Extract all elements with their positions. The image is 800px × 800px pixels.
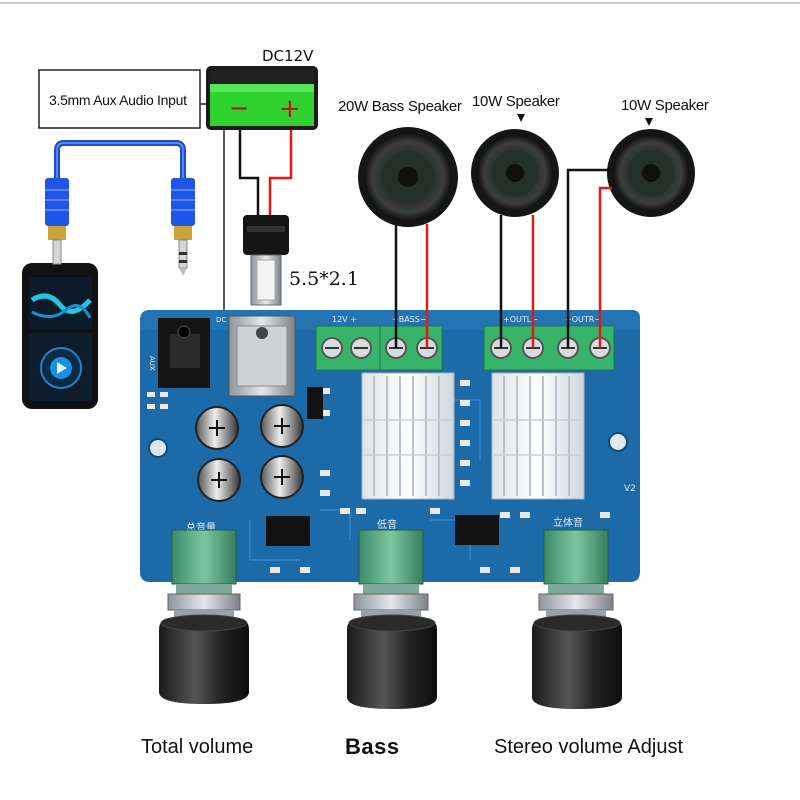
right-speaker-label: 10W Speaker: [621, 97, 709, 114]
power-label: DC12V: [262, 47, 314, 65]
heatsink-left: [361, 372, 455, 500]
battery-plus: +: [279, 94, 301, 124]
silk-dc: DC: [216, 316, 226, 324]
silk-version: V2: [624, 484, 636, 494]
plug-size-label: 5.5*2.1: [289, 268, 359, 290]
dc-jack: [228, 315, 296, 397]
aux-label-box: [38, 69, 225, 322]
phone-device: [22, 263, 98, 409]
battery-minus: −: [229, 94, 249, 122]
heatsink-right: [491, 372, 585, 500]
silk-aux: AUX: [148, 356, 156, 371]
dc-barrel-plug: [243, 215, 289, 306]
bass-label: Bass: [345, 734, 400, 759]
knob-bass[interactable]: [347, 529, 437, 709]
aux-input-label: 3.5mm Aux Audio Input: [49, 92, 187, 108]
terminal-outputs: [483, 325, 615, 371]
stereo-volume-label: Stereo volume Adjust: [494, 736, 683, 758]
battery-dc12v: − +: [206, 66, 318, 130]
terminal-bass: [379, 325, 443, 371]
total-volume-label: Total volume: [141, 736, 254, 758]
silk-stereo: 立体音: [553, 516, 583, 529]
speaker-left: [471, 129, 559, 217]
amplifier-board: 总音量 低音 立体音 V2 AUX DC 12V + +BASS− +OUTL−…: [140, 310, 640, 582]
speaker-bass: [358, 127, 458, 227]
silk-outr: +OUTR−: [565, 315, 601, 324]
silk-bass-terminal: +BASS−: [392, 315, 427, 324]
knob-stereo[interactable]: [532, 529, 622, 709]
aux-cable: [45, 140, 195, 276]
arrow-speaker-right: [645, 118, 653, 126]
capacitors: [195, 404, 304, 502]
speaker-right: [607, 129, 695, 217]
speaker-wires: [394, 168, 612, 348]
arrow-speaker-left: [517, 114, 525, 122]
power-wires: [238, 130, 293, 218]
terminal-power: [315, 325, 381, 371]
knob-total-volume[interactable]: [159, 529, 249, 704]
aux-jack: [158, 318, 210, 388]
silk-outl: +OUTL−: [503, 315, 538, 324]
silk-power-terminal: 12V +: [332, 315, 357, 324]
silk-bass: 低音: [377, 518, 397, 531]
bass-speaker-label: 20W Bass Speaker: [338, 98, 462, 115]
left-speaker-label: 10W Speaker: [472, 93, 560, 110]
